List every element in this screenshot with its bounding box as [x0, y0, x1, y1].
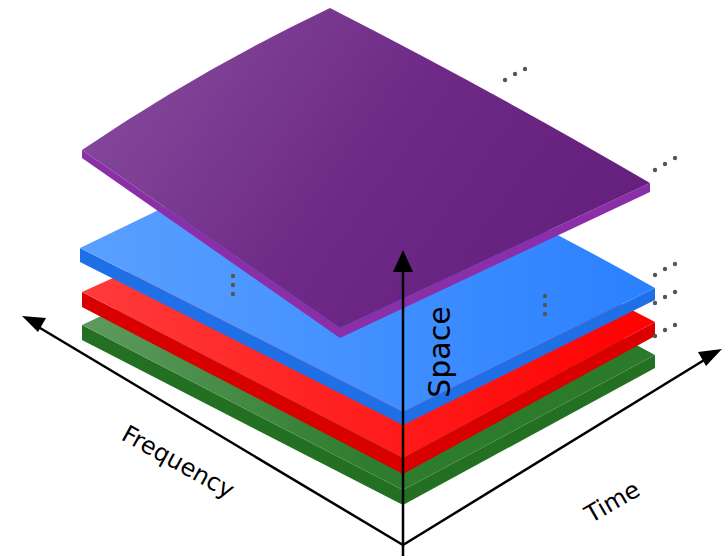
purple-layer	[82, 8, 650, 338]
arrow-head	[393, 250, 413, 272]
ellipsis-dots	[231, 67, 677, 338]
arrow-head	[698, 349, 722, 366]
axis-line	[402, 268, 405, 556]
axis-label: Space	[425, 306, 455, 397]
axis-label: Time	[581, 477, 644, 527]
axis-label: Frequency	[118, 421, 238, 502]
arrow-head	[22, 316, 46, 332]
